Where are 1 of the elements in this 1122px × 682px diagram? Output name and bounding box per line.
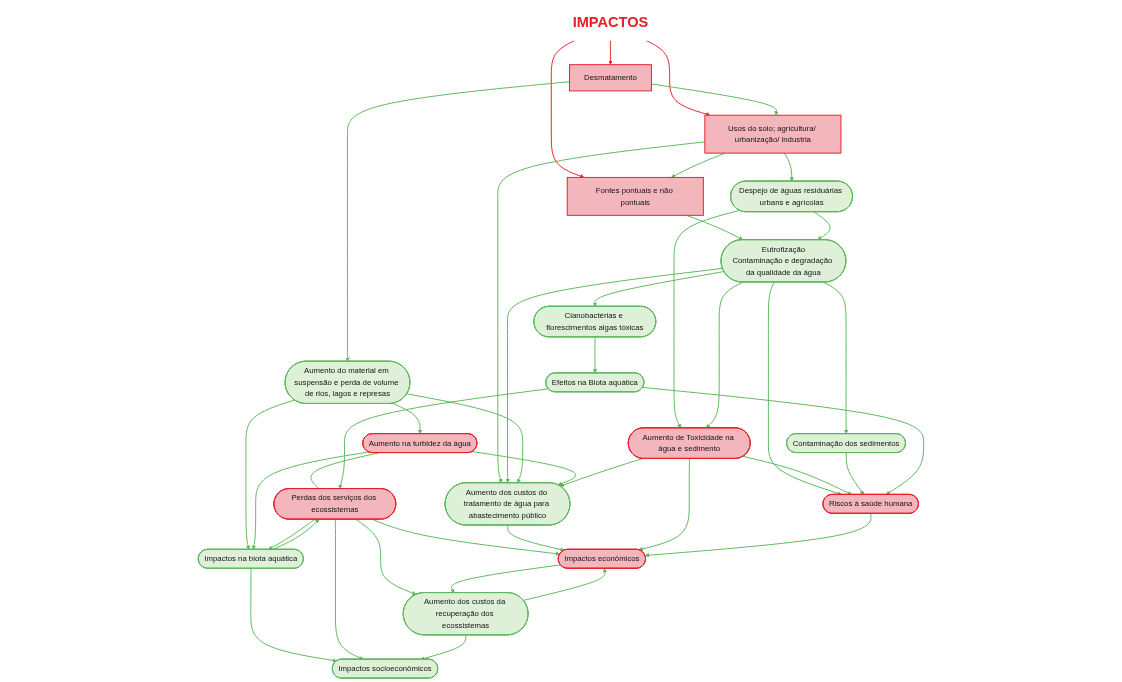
- node-text: IMPACTOS: [572, 14, 649, 31]
